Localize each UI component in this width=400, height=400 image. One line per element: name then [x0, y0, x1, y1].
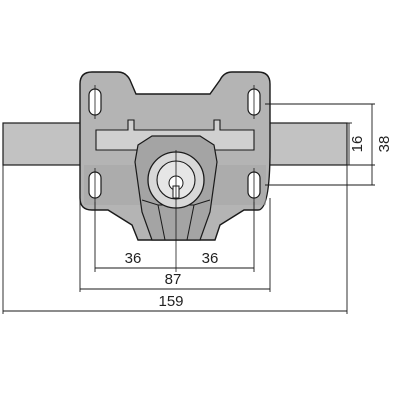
- dim-label-87: 87: [165, 271, 182, 288]
- dim-label-38: 38: [376, 136, 393, 153]
- dimension-labels: 36 36 87 159 16 38: [125, 136, 393, 310]
- dim-label-right-36: 36: [202, 250, 219, 267]
- bolt-bar: [2, 122, 348, 166]
- dim-label-left-36: 36: [125, 250, 142, 267]
- dim-label-159: 159: [158, 293, 183, 310]
- bolt-left: [2, 122, 84, 166]
- bolt-right: [264, 122, 348, 166]
- mounting-holes: [88, 85, 261, 202]
- dimension-lines: [2, 103, 375, 314]
- bolt-slot: [95, 119, 255, 151]
- dim-label-16: 16: [349, 136, 366, 153]
